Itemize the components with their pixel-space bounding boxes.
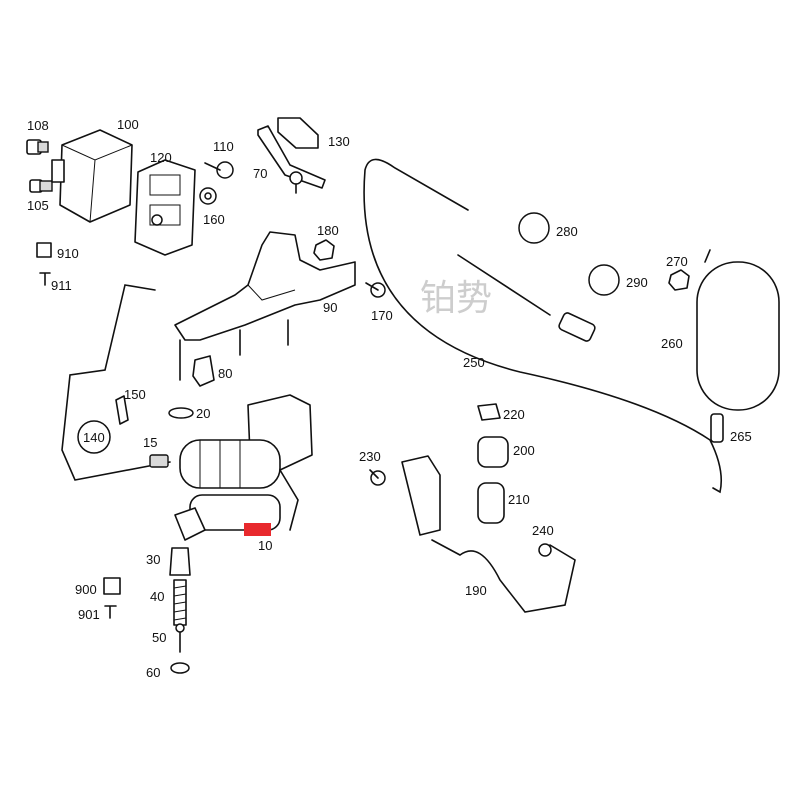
label-265: 265 bbox=[730, 429, 752, 444]
part-150-screw bbox=[115, 395, 129, 425]
part-130-clip bbox=[277, 117, 319, 149]
part-20-washer bbox=[168, 407, 194, 419]
label-105: 105 bbox=[27, 198, 49, 213]
label-130: 130 bbox=[328, 134, 350, 149]
label-180: 180 bbox=[317, 223, 339, 238]
label-240: 240 bbox=[532, 523, 554, 538]
part-110-screw bbox=[204, 161, 234, 179]
label-30: 30 bbox=[146, 552, 160, 567]
part-270-nut bbox=[668, 269, 690, 291]
part-230-bolt bbox=[369, 469, 386, 486]
label-900: 900 bbox=[75, 582, 97, 597]
part-120-bracket bbox=[134, 159, 196, 256]
label-901: 901 bbox=[78, 607, 100, 622]
part-901-pin bbox=[104, 605, 117, 619]
part-260-reservoir bbox=[696, 249, 780, 411]
part-60-nut bbox=[170, 662, 190, 674]
label-60: 60 bbox=[146, 665, 160, 680]
label-150: 150 bbox=[124, 387, 146, 402]
label-90: 90 bbox=[323, 300, 337, 315]
label-160: 160 bbox=[203, 212, 225, 227]
part-70-strap bbox=[257, 125, 326, 194]
label-210: 210 bbox=[508, 492, 530, 507]
part-190-hose bbox=[401, 455, 576, 613]
part-10-highlight bbox=[244, 523, 271, 536]
part-220-clip bbox=[477, 403, 501, 421]
label-120: 120 bbox=[150, 150, 172, 165]
part-910-connector bbox=[36, 242, 52, 258]
label-140: 140 bbox=[83, 430, 105, 445]
label-250: 250 bbox=[463, 355, 485, 370]
label-220: 220 bbox=[503, 407, 525, 422]
label-170: 170 bbox=[371, 308, 393, 323]
part-140-pipe bbox=[61, 284, 171, 481]
label-230: 230 bbox=[359, 449, 381, 464]
label-260: 260 bbox=[661, 336, 683, 351]
label-290: 290 bbox=[626, 275, 648, 290]
part-290-fitting bbox=[558, 264, 620, 342]
part-911-pin bbox=[39, 272, 51, 286]
label-190: 190 bbox=[465, 583, 487, 598]
label-110: 110 bbox=[213, 139, 234, 154]
part-50-pin bbox=[175, 623, 185, 653]
part-10-compressor bbox=[174, 394, 313, 541]
part-180-nut bbox=[313, 239, 335, 261]
label-280: 280 bbox=[556, 224, 578, 239]
part-90-bracket bbox=[174, 231, 356, 381]
part-170-bolt bbox=[365, 282, 386, 298]
part-900-connector bbox=[103, 577, 121, 595]
label-20: 20 bbox=[196, 406, 210, 421]
part-160-washer bbox=[199, 187, 217, 205]
label-15: 15 bbox=[143, 435, 157, 450]
part-100-control-module bbox=[51, 129, 133, 223]
label-108: 108 bbox=[27, 118, 49, 133]
label-70: 70 bbox=[253, 166, 267, 181]
label-910: 910 bbox=[57, 246, 79, 261]
label-200: 200 bbox=[513, 443, 535, 458]
label-270: 270 bbox=[666, 254, 688, 269]
part-200-valve bbox=[477, 436, 509, 468]
part-30-bushing bbox=[169, 547, 191, 576]
part-108-sensor bbox=[26, 139, 49, 155]
part-265-valve bbox=[710, 413, 724, 443]
part-40-spring bbox=[173, 579, 187, 626]
part-250-line bbox=[363, 158, 723, 494]
part-105-sensor bbox=[29, 179, 53, 193]
part-240-clip bbox=[538, 543, 552, 557]
part-210-filter bbox=[477, 482, 505, 524]
part-280-rod bbox=[457, 212, 551, 316]
watermark: 铂势 bbox=[420, 278, 492, 319]
label-911: 911 bbox=[51, 278, 72, 293]
label-50: 50 bbox=[152, 630, 166, 645]
part-15-fitting bbox=[149, 454, 169, 468]
part-80-clip bbox=[192, 355, 215, 387]
label-10: 10 bbox=[258, 538, 272, 553]
label-40: 40 bbox=[150, 589, 164, 604]
label-80: 80 bbox=[218, 366, 232, 381]
label-100: 100 bbox=[117, 117, 139, 132]
